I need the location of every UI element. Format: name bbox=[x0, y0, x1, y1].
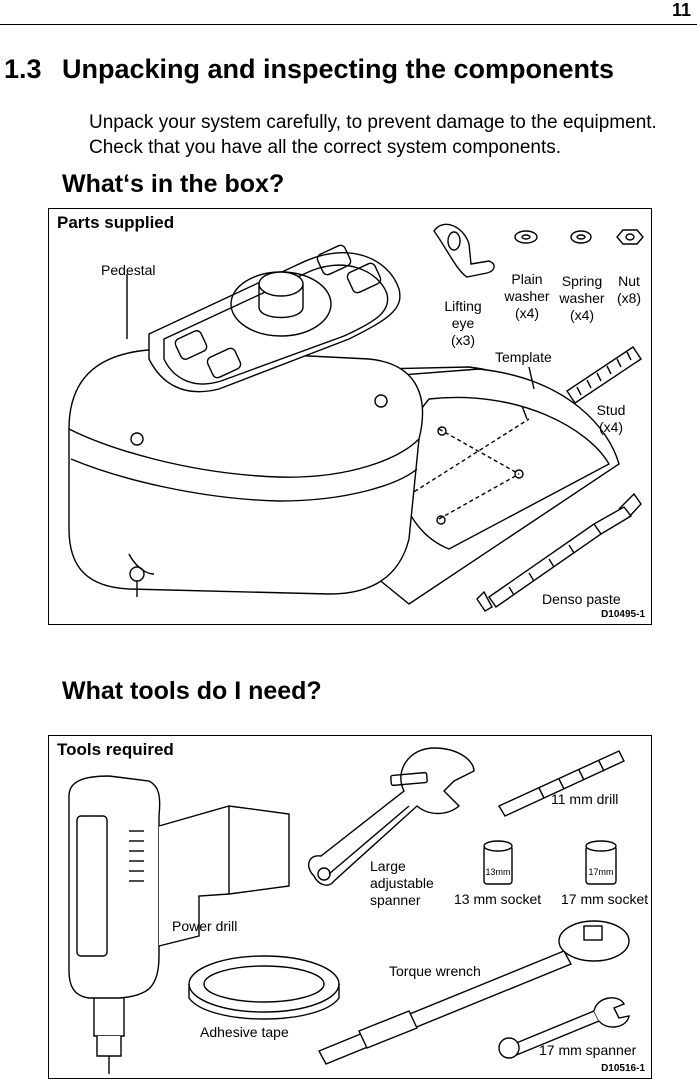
washer-nut-drawing bbox=[514, 229, 644, 245]
label-template: Template bbox=[495, 349, 552, 365]
spanner-17-drawing bbox=[498, 997, 630, 1059]
intro-line-2: Check that you have all the correct syst… bbox=[89, 137, 562, 158]
pedestal-drawing bbox=[68, 244, 424, 597]
box-heading: What‘s in the box? bbox=[62, 170, 285, 198]
socket-17-drawing: 17mm bbox=[585, 840, 617, 885]
lifting-eye-drawing bbox=[433, 223, 495, 278]
power-drill-drawing bbox=[68, 775, 290, 1074]
syringe-drawing bbox=[476, 492, 642, 612]
label-power-drill: Power drill bbox=[172, 918, 238, 934]
adhesive-tape-drawing bbox=[188, 955, 340, 1020]
label-denso-paste: Denso paste bbox=[542, 591, 621, 607]
drill-bit-drawing bbox=[497, 750, 625, 817]
section-title: Unpacking and inspecting the components bbox=[62, 54, 615, 84]
socket-13-drawing: 13mm bbox=[483, 840, 513, 885]
label-nut: Nut (x8) bbox=[616, 273, 642, 306]
tools-illustration: 13mm 17mm bbox=[68, 747, 630, 1074]
label-stud: Stud (x4) bbox=[596, 402, 626, 435]
adjustable-spanner-drawing bbox=[307, 747, 475, 886]
parts-figure: Parts supplied Pedestal Lifting eye (x3)… bbox=[48, 208, 652, 625]
parts-illustration bbox=[68, 223, 644, 612]
label-torque-wrench: Torque wrench bbox=[389, 963, 481, 979]
tools-heading: What tools do I need? bbox=[62, 677, 322, 705]
intro-text: Unpack your system carefully, to prevent… bbox=[89, 110, 694, 160]
socket-13-mark: 13mm bbox=[485, 867, 510, 877]
page-number: 11 bbox=[671, 0, 691, 20]
socket-17-mark: 17mm bbox=[588, 867, 613, 877]
parts-figure-code: D10495-1 bbox=[601, 609, 645, 620]
tools-figure-title: Tools required bbox=[57, 740, 174, 759]
label-adhesive-tape: Adhesive tape bbox=[200, 1024, 289, 1040]
header-rule bbox=[0, 24, 697, 25]
label-11mm-drill: 11 mm drill bbox=[551, 791, 619, 807]
parts-figure-title: Parts supplied bbox=[57, 213, 175, 232]
tools-figure-code: D10516-1 bbox=[601, 1063, 645, 1074]
label-large-spanner: Large adjustable spanner bbox=[370, 858, 434, 908]
label-13mm-socket: 13 mm socket bbox=[454, 891, 542, 907]
stud-drawing bbox=[566, 346, 642, 404]
intro-line-1: Unpack your system carefully, to prevent… bbox=[89, 112, 657, 133]
label-plain-washer: Plain washer (x4) bbox=[504, 271, 550, 321]
tools-figure: 13mm 17mm bbox=[48, 735, 652, 1079]
section-number: 1.3 bbox=[4, 54, 42, 84]
label-lifting-eye: Lifting eye (x3) bbox=[444, 298, 482, 348]
label-pedestal: Pedestal bbox=[101, 262, 156, 278]
label-17mm-socket: 17 mm socket bbox=[561, 891, 649, 907]
label-spring-washer: Spring washer (x4) bbox=[559, 273, 605, 323]
torque-wrench-drawing bbox=[318, 920, 630, 1065]
label-17mm-spanner: 17 mm spanner bbox=[539, 1042, 637, 1058]
